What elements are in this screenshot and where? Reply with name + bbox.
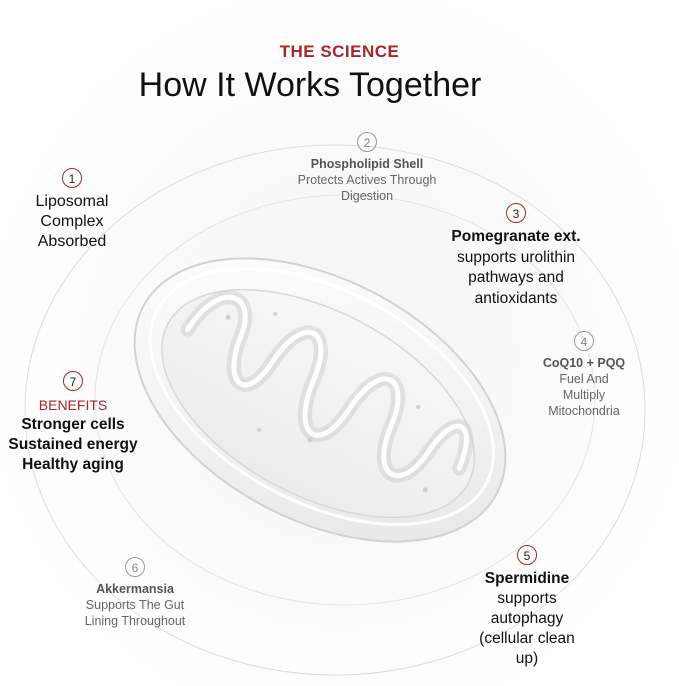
orbit-ring-inner [94,194,596,606]
benefit-item: Healthy aging [22,456,124,473]
callout-line: Protects Actives Through [297,173,437,187]
step-number-badge: 2 [357,132,377,152]
callout-line: Digestion [340,189,394,203]
callout-line: autophagy [490,610,564,627]
benefit-item: Stronger cells [21,416,125,433]
callout-title: Akkermansia [96,582,174,596]
callout-phospholipid-shell: 2 Phospholipid Shell Protects Actives Th… [260,132,474,204]
callout-coq10-pqq: 4 CoQ10 + PQQ Fuel And Multiply Mitochon… [522,331,646,419]
callout-line: supports [497,590,557,607]
step-number-badge: 1 [62,168,82,188]
benefits-label: BENEFITS [38,397,108,413]
callout-line: Lining Throughout [84,614,186,628]
callout-line: up) [515,650,539,667]
orbit-ring-outer [24,144,646,676]
callout-line: Mitochondria [548,404,620,418]
callout-pomegranate: 3 Pomegranate ext. supports urolithin pa… [426,203,606,309]
section-eyebrow: THE SCIENCE [279,42,400,61]
callout-line: Complex [40,213,104,230]
callout-title: Phospholipid Shell [310,157,424,171]
callout-liposomal: 1 Liposomal Complex Absorbed [8,168,136,252]
callout-title: Pomegranate ext. [451,228,581,245]
callout-benefits: 7 BENEFITS Stronger cells Sustained ener… [0,371,146,475]
callout-line: Multiply [562,388,606,402]
callout-akkermansia: 6 Akkermansia Supports The Gut Lining Th… [60,557,210,629]
mitochondrion-shell [133,257,507,543]
step-number-badge: 5 [517,545,537,565]
page-title: How It Works Together [138,66,482,104]
callout-line: pathways and [468,269,564,286]
callout-line: antioxidants [474,289,558,307]
step-number-badge: 6 [125,557,145,577]
step-number-badge: 4 [574,331,594,351]
benefit-item: Sustained energy [8,436,138,453]
callout-line: Fuel And [559,372,609,386]
callout-line: Supports The Gut [85,598,185,612]
callout-spermidine: 5 Spermidine supports autophagy (cellula… [452,545,602,669]
callout-title: Spermidine [484,570,570,587]
callout-line: Absorbed [37,233,107,250]
callout-line: Liposomal [35,193,109,210]
callout-line: (cellular clean [479,630,575,647]
callout-title: CoQ10 + PQQ [542,356,626,370]
step-number-badge: 7 [63,371,83,391]
callout-line: supports urolithin [456,248,576,266]
step-number-badge: 3 [506,203,526,223]
